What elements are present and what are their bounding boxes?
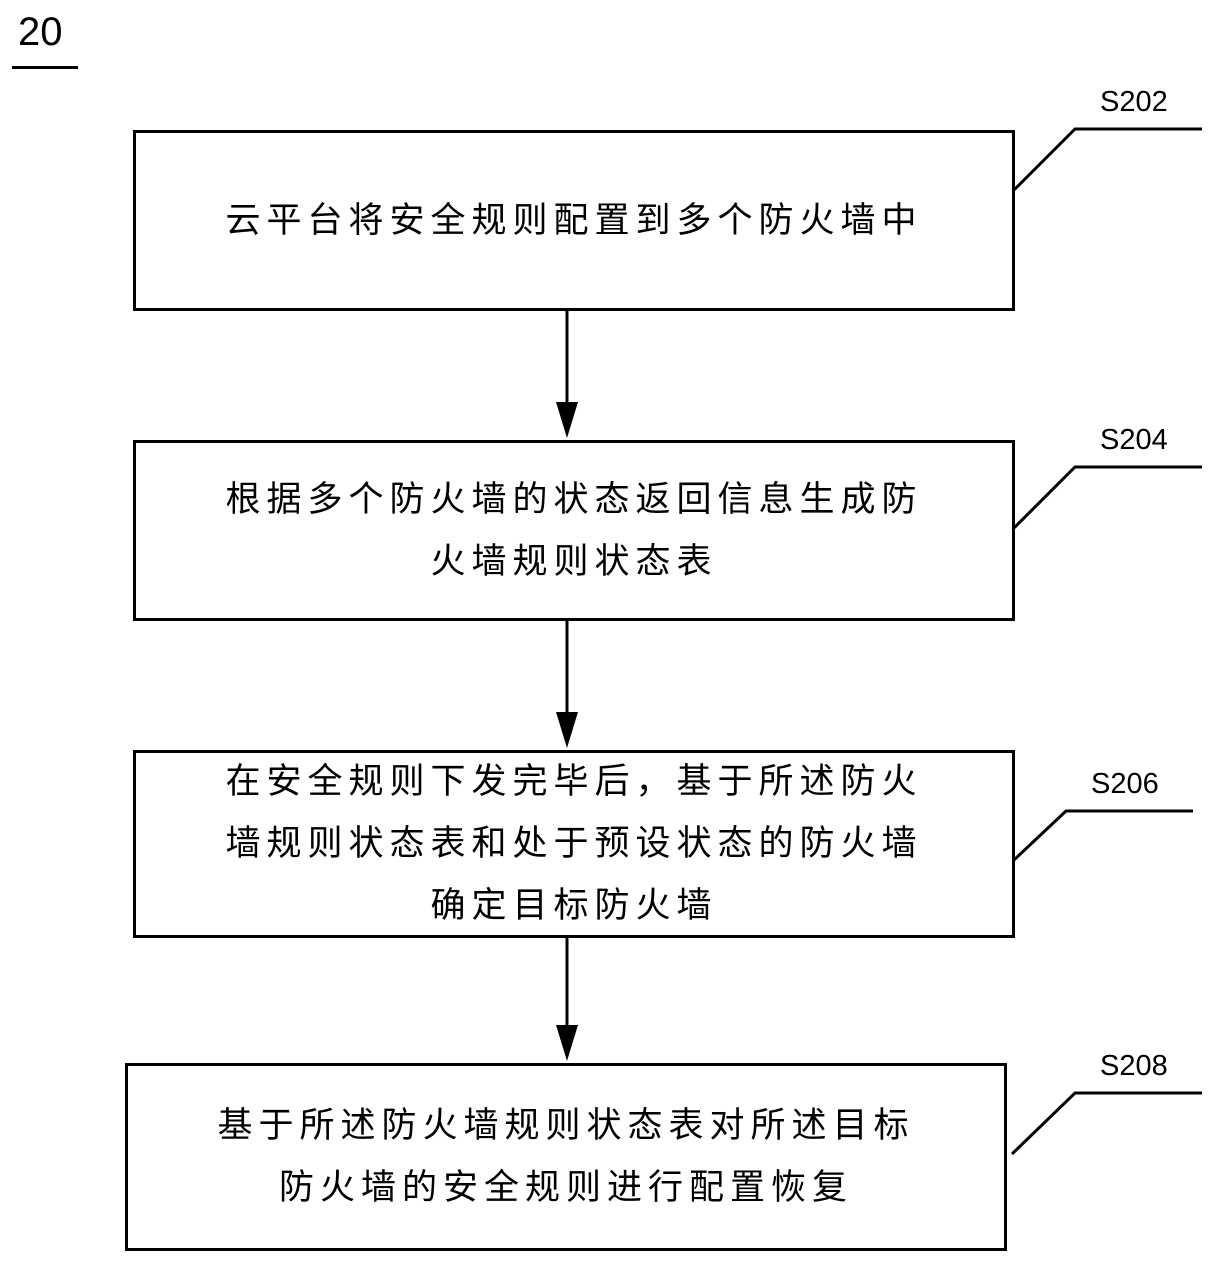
- leader-line-s208: [1010, 1091, 1202, 1156]
- step-label-s202: S202: [1100, 86, 1168, 118]
- step-text-s206: 在安全规则下发完毕后，基于所述防火 墙规则状态表和处于预设状态的防火墙 确定目标…: [225, 751, 922, 937]
- figure-number: 20: [18, 10, 63, 54]
- step-text-line: 确定目标防火墙: [430, 886, 718, 926]
- step-text-line: 墙规则状态表和处于预设状态的防火墙: [225, 824, 923, 864]
- step-text-s208: 基于所述防火墙规则状态表对所述目标 防火墙的安全规则进行配置恢复: [217, 1095, 914, 1219]
- step-box-s208: 基于所述防火墙规则状态表对所述目标 防火墙的安全规则进行配置恢复: [125, 1063, 1007, 1251]
- step-label-s206: S206: [1091, 768, 1159, 800]
- step-text-line: 防火墙的安全规则进行配置恢复: [278, 1168, 853, 1208]
- leader-line-s206: [1012, 809, 1193, 862]
- step-box-s202: 云平台将安全规则配置到多个防火墙中: [133, 130, 1015, 311]
- arrow-s204-to-s206: [556, 620, 578, 748]
- step-text-line: 在安全规则下发完毕后，基于所述防火: [225, 762, 923, 802]
- leader-line-s204: [1012, 465, 1202, 530]
- step-text-line: 基于所述防火墙规则状态表对所述目标: [217, 1106, 915, 1146]
- step-text-line: 根据多个防火墙的状态返回信息生成防: [225, 479, 923, 520]
- arrow-s202-to-s204: [556, 310, 578, 438]
- step-box-s206: 在安全规则下发完毕后，基于所述防火 墙规则状态表和处于预设状态的防火墙 确定目标…: [133, 750, 1015, 938]
- step-label-s204: S204: [1100, 424, 1168, 456]
- step-text-line: 火墙规则状态表: [430, 541, 718, 582]
- step-box-s204: 根据多个防火墙的状态返回信息生成防 火墙规则状态表: [133, 440, 1015, 621]
- arrow-s206-to-s208: [556, 937, 578, 1061]
- step-text-line: 云平台将安全规则配置到多个防火墙中: [225, 200, 923, 241]
- step-text-s204: 根据多个防火墙的状态返回信息生成防 火墙规则状态表: [225, 469, 922, 593]
- step-label-s208: S208: [1100, 1050, 1168, 1082]
- leader-line-s202: [1012, 127, 1202, 192]
- step-text-s202: 云平台将安全规则配置到多个防火墙中: [225, 190, 922, 252]
- figure-number-underline: [12, 66, 78, 69]
